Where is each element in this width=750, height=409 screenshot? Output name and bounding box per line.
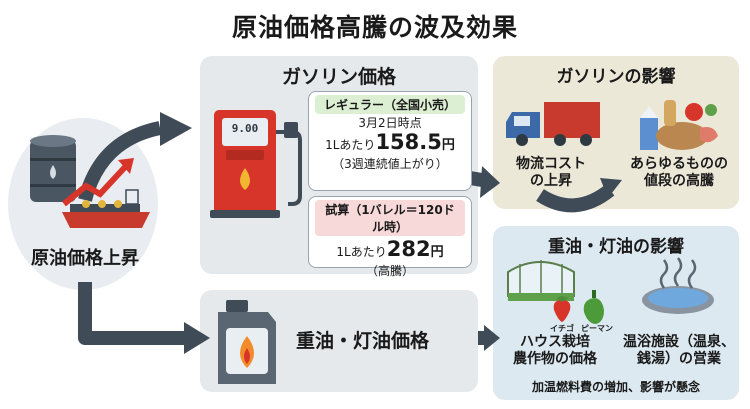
regular-price-line: 1Lあたり158.5円 [309, 131, 471, 157]
heavy-oil-effects-panel [493, 226, 739, 400]
prices-line-1: あらゆるものの [630, 156, 728, 172]
tanker-ship-icon [62, 189, 150, 228]
regular-title: レギュラー（全国小売） [315, 95, 465, 114]
bath-line-1: 温浴施設（温泉、 [623, 334, 735, 350]
strawberry-label: イチゴ [550, 324, 574, 333]
greenhouse-icon [507, 260, 575, 301]
truck-icon [506, 102, 600, 146]
strawberry-icon [553, 296, 571, 322]
regular-date: 3月2日時点 [358, 116, 422, 130]
pump-display: 9.00 [231, 122, 259, 135]
logistics-line-1: 物流コスト [516, 156, 586, 172]
logistics-line-2: の上昇 [530, 173, 572, 189]
prices-line-2: 値段の高騰 [644, 173, 714, 189]
bath-facility-label: 温浴施設（温泉、 銭湯）の営業 [618, 334, 740, 368]
bath-line-2: 銭湯）の営業 [637, 351, 721, 367]
heavy-effects-footnote: 加温燃料費の増加、影響が懸念 [531, 380, 700, 394]
trial-price-card: 試算（1バレル＝120ドル時） 1Lあたり282円 （高騰） [308, 196, 472, 278]
trial-note: （高騰） [365, 264, 414, 278]
logistics-cost-label: 物流コスト の上昇 [496, 156, 606, 190]
greenhouse-line-2: 農作物の価格 [513, 351, 597, 367]
regular-price: 158.5 [375, 130, 442, 154]
heavy-oil-label: 重油・灯油価格 [296, 330, 430, 352]
oil-barrel-icon [30, 135, 76, 202]
trial-title: 試算（1バレル＝120ドル時） [315, 200, 465, 236]
arrow-heads [160, 112, 622, 354]
gasoline-heading: ガソリン価格 [281, 66, 396, 88]
trial-prefix: 1Lあたり [336, 245, 387, 259]
green-pepper-icon [583, 290, 604, 324]
gasoline-effects-heading: ガソリンの影響 [556, 67, 676, 87]
heavy-oil-effects-heading: 重油・灯油の影響 [548, 237, 684, 257]
pepper-label: ピーマン [581, 324, 613, 333]
groceries-icon [640, 100, 718, 150]
regular-note: （3週連続値上がり） [332, 157, 448, 171]
greenhouse-line-1: ハウス栽培 [520, 334, 590, 350]
regular-price-card: レギュラー（全国小売） 3月2日時点 1Lあたり158.5円 （3週連続値上がり… [308, 91, 472, 191]
trial-price: 282 [386, 237, 431, 261]
fuel-canister-icon [218, 300, 276, 384]
gas-pump-icon [210, 110, 302, 218]
hot-bath-icon [642, 257, 714, 314]
rising-trend-icon [62, 158, 134, 207]
regular-unit: 円 [441, 138, 455, 153]
price-rise-label: あらゆるものの 値段の高騰 [620, 156, 738, 190]
trial-price-line: 1Lあたり282円 [309, 238, 471, 264]
greenhouse-label: ハウス栽培 農作物の価格 [496, 334, 614, 368]
trial-unit: 円 [430, 245, 444, 260]
origin-label: 原油価格上昇 [31, 248, 139, 269]
regular-prefix: 1Lあたり [325, 138, 376, 152]
page-title: 原油価格高騰の波及効果 [231, 13, 518, 42]
